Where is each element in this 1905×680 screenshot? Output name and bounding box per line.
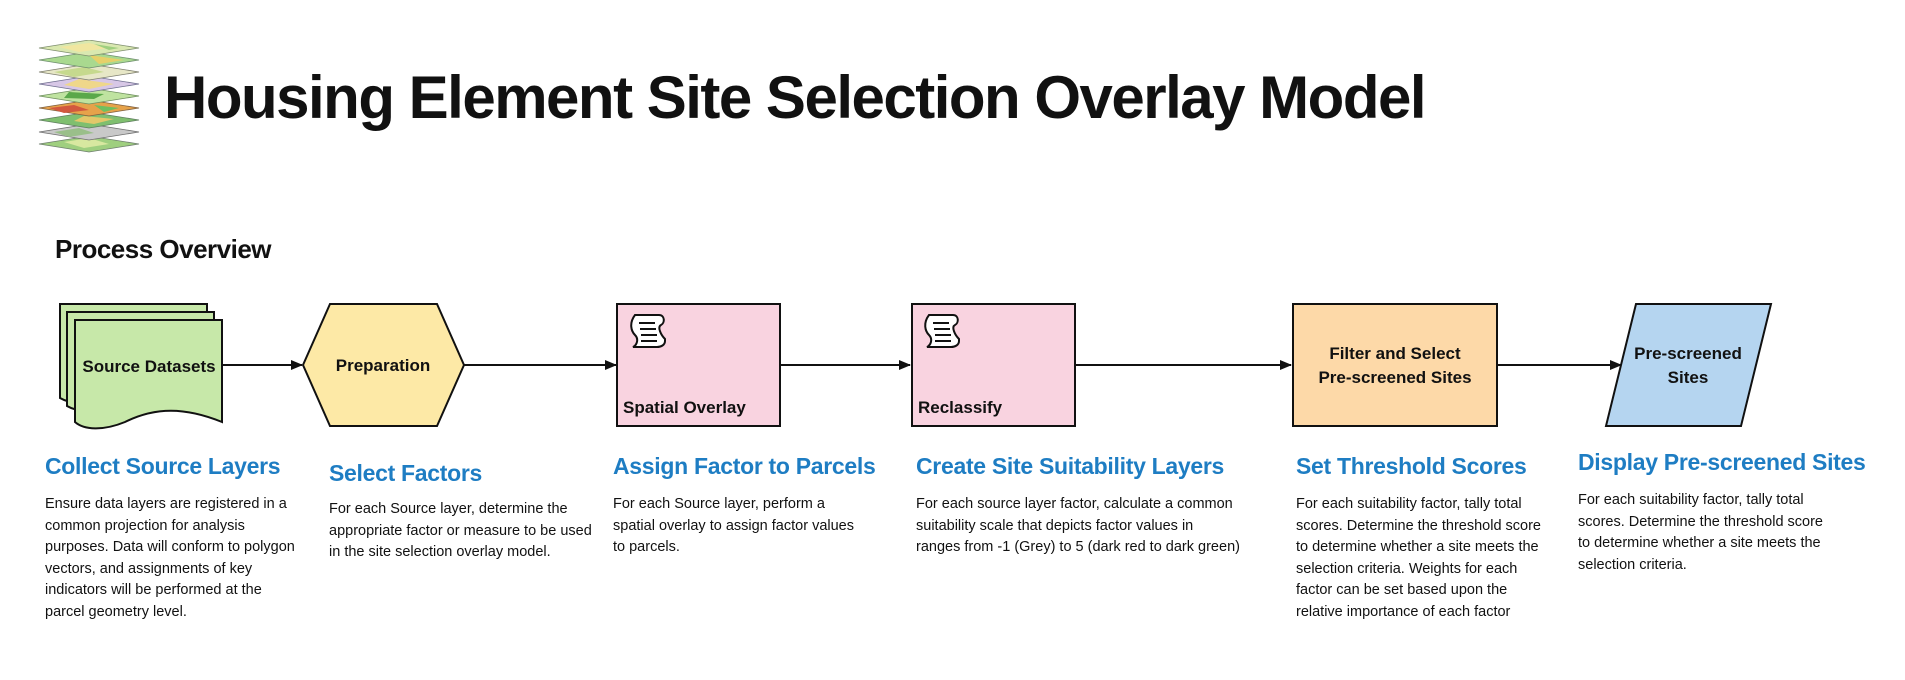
node-reclassify: Reclassify (911, 303, 1076, 427)
step-description-assign-factor: For each Source layer, perform a spatial… (613, 496, 854, 555)
node-label-source-datasets: Source Datasets (82, 357, 215, 376)
node-filter-select: Filter and Select Pre-screened Sites (1292, 303, 1498, 427)
step-heading-set-threshold: Set Threshold Scores (1296, 453, 1527, 479)
step-heading-display-sites: Display Pre-screened Sites (1578, 449, 1866, 475)
step-description-display-sites: For each suitability factor, tally total… (1578, 492, 1823, 573)
node-label-reclassify: Reclassify (918, 398, 1003, 417)
node-preparation: Preparation (301, 303, 466, 427)
step-heading-create-suitability: Create Site Suitability Layers (916, 453, 1225, 479)
script-scroll-icon (924, 314, 960, 348)
node-label-pre-screened-line2: Sites (1668, 368, 1709, 387)
step-description-create-suitability: For each source layer factor, calculate … (916, 496, 1240, 555)
node-label-preparation: Preparation (336, 356, 430, 375)
step-heading-collect-source-layers: Collect Source Layers (45, 453, 281, 479)
node-spatial-overlay: Spatial Overlay (616, 303, 781, 427)
script-scroll-icon (630, 314, 666, 348)
node-label-pre-screened-line1: Pre-screened (1634, 344, 1742, 363)
stacked-map-layers-icon (38, 40, 140, 153)
step-description-select-factors: For each Source layer, determine the app… (329, 501, 592, 560)
page-title: Housing Element Site Selection Overlay M… (164, 64, 1427, 131)
node-source-datasets: Source Datasets (59, 303, 223, 430)
step-description-set-threshold: For each suitability factor, tally total… (1296, 496, 1541, 620)
map-layer-stack (38, 40, 140, 153)
step-heading-select-factors: Select Factors (329, 460, 483, 486)
step-heading-assign-factor: Assign Factor to Parcels (613, 453, 876, 479)
node-label-filter-select-line1: Filter and Select (1329, 344, 1461, 363)
section-title: Process Overview (55, 234, 272, 264)
node-label-spatial-overlay: Spatial Overlay (623, 398, 746, 417)
node-label-filter-select-line2: Pre-screened Sites (1318, 368, 1471, 387)
step-description-collect-source-layers: Ensure data layers are registered in a c… (45, 496, 295, 620)
node-pre-screened-sites: Pre-screened Sites (1604, 303, 1773, 427)
